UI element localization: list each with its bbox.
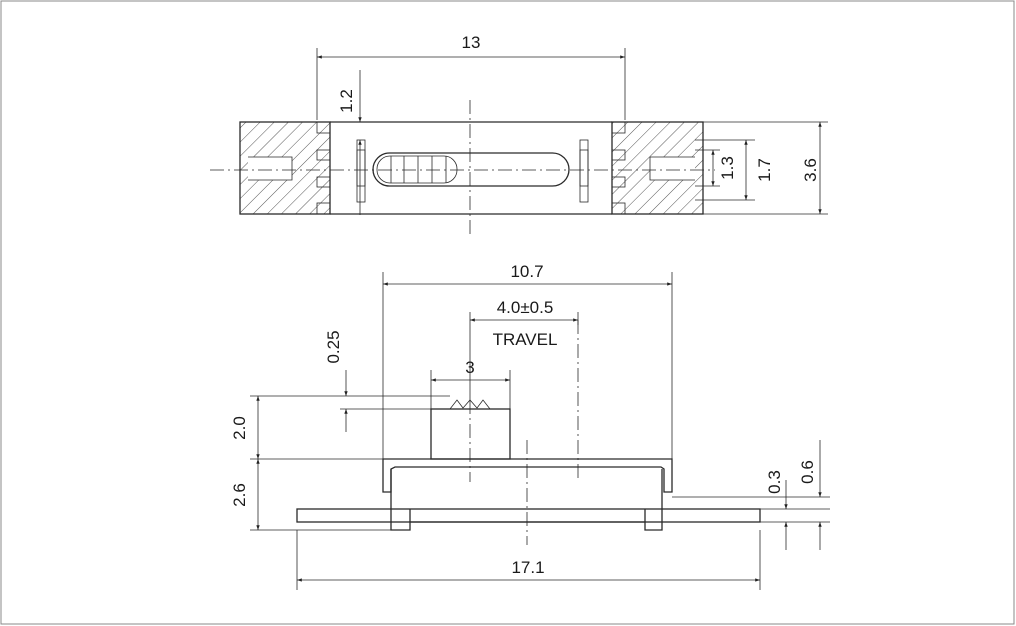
- dim-1-2: 1.2: [337, 70, 362, 215]
- dim-travel: 4.0±0.5 TRAVEL: [469, 298, 579, 400]
- dim-1-2-label: 1.2: [337, 89, 356, 113]
- dim-heights: 2.0 2.6: [230, 395, 391, 531]
- dim-10-7: 10.7: [382, 262, 673, 459]
- dim-right-small: 0.3 0.6: [672, 440, 830, 550]
- side-view: 10.7 4.0±0.5 TRAVEL 3 0.25: [230, 262, 830, 590]
- dim-17-1: 17.1: [296, 530, 761, 590]
- dim-travel-label: TRAVEL: [493, 330, 558, 349]
- right-dims: 1.3 1.7 3.6: [695, 121, 828, 215]
- dim-1-7-label: 1.7: [755, 158, 774, 182]
- dim-10-7-label: 10.7: [510, 262, 543, 281]
- dim-travel-value: 4.0±0.5: [497, 298, 554, 317]
- dim-3-6-label: 3.6: [801, 158, 820, 182]
- terminal-plate: [296, 508, 761, 523]
- actuator: [430, 399, 511, 460]
- slide-slot: [372, 152, 570, 187]
- left-hatched-block: [239, 121, 331, 215]
- dim-0-25-label: 0.25: [324, 330, 343, 363]
- switch-body: [382, 458, 673, 531]
- dim-13-label: 13: [462, 33, 481, 52]
- dim-1-3-label: 1.3: [718, 156, 737, 180]
- right-hatched-block: [611, 121, 704, 215]
- dim-13: 13: [316, 33, 626, 120]
- slide-knob: [376, 155, 458, 184]
- dim-2-6-label: 2.6: [230, 483, 249, 507]
- top-view: 13 1.2 1.3 1.7 3.6: [210, 33, 828, 238]
- dim-2-0-label: 2.0: [230, 416, 249, 440]
- dim-0-6-label: 0.6: [798, 460, 817, 484]
- dim-0-3-label: 0.3: [765, 470, 784, 494]
- dim-17-1-label: 17.1: [511, 558, 544, 577]
- center-body: [330, 121, 612, 215]
- dim-3: 3: [430, 358, 511, 409]
- dim-3-label: 3: [465, 358, 474, 377]
- dim-0-25: 0.25: [324, 330, 450, 432]
